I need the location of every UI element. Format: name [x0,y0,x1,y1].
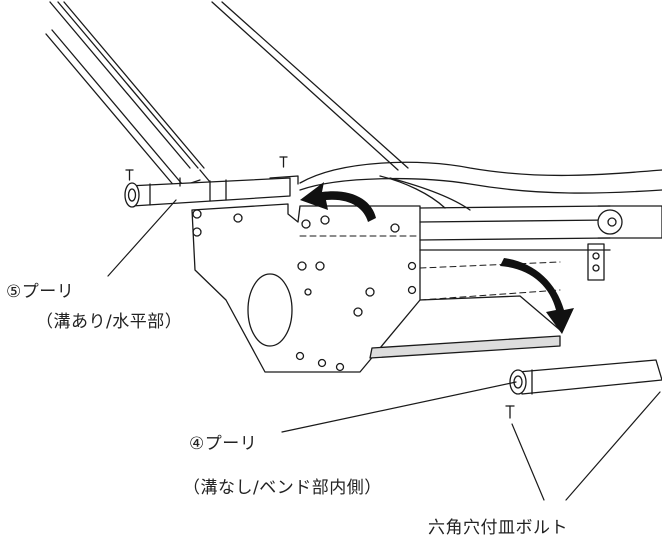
label-pulley-5-desc: （溝あり/水平部） [36,312,183,332]
screw-lower [505,405,515,419]
label-pulley-5: ⑤プーリ [6,282,75,302]
upper-frame-rails [45,1,409,189]
pulley-5 [124,175,299,208]
screw-right [279,156,288,168]
rotation-arrow-lower [500,258,574,334]
screw-left [125,169,134,181]
label-pulley-4-desc: （溝なし/ベンド部内側） [183,478,382,498]
leader-lines [107,199,661,501]
bracket-plate [191,203,421,373]
label-bolt: 六角穴付皿ボルト [428,518,568,538]
lower-rail [369,295,561,359]
belt-band [299,161,662,211]
rotation-arrow-upper [300,182,376,222]
hidden-lines [299,235,561,301]
label-pulley-4: ④プーリ [189,434,258,454]
pulley-4 [509,359,662,395]
shaft-rails [419,205,662,281]
